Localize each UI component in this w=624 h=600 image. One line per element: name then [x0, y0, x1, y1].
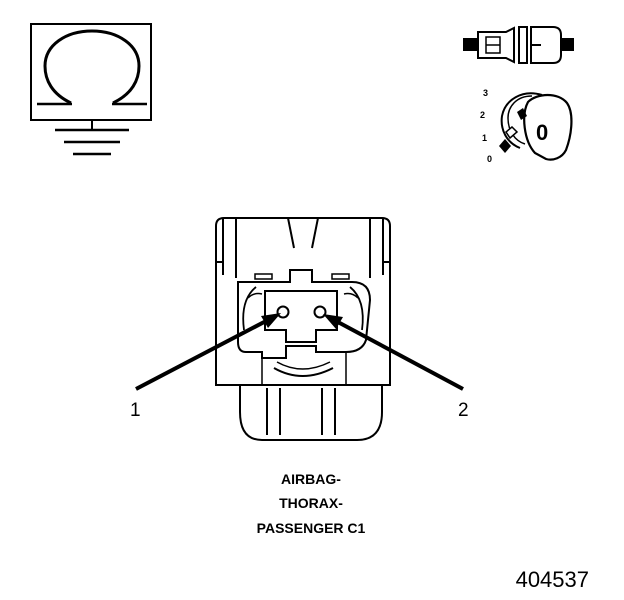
disconnect-connector-icon: [463, 26, 574, 64]
key-label: 0: [536, 120, 548, 145]
ignition-position-2: 2: [480, 110, 485, 120]
ignition-position-3: 3: [483, 88, 488, 98]
pin-2-leader-arrow: [323, 314, 464, 391]
ignition-key-icon: 3 2 1 0 0: [480, 88, 573, 164]
connector-face: [215, 217, 391, 441]
ohm-ground-icon: [30, 23, 152, 156]
ignition-position-1: 1: [482, 133, 487, 143]
pin-2-label: 2: [458, 400, 469, 421]
pin-1-label: 1: [130, 400, 141, 421]
caption-line-2: THORAX-: [279, 495, 343, 511]
caption-line-3: PASSENGER C1: [257, 520, 366, 536]
ignition-position-0: 0: [487, 154, 492, 164]
caption-line-1: AIRBAG-: [281, 471, 341, 487]
figure-number: 404537: [516, 567, 589, 592]
pin-1-leader-arrow: [135, 313, 281, 391]
